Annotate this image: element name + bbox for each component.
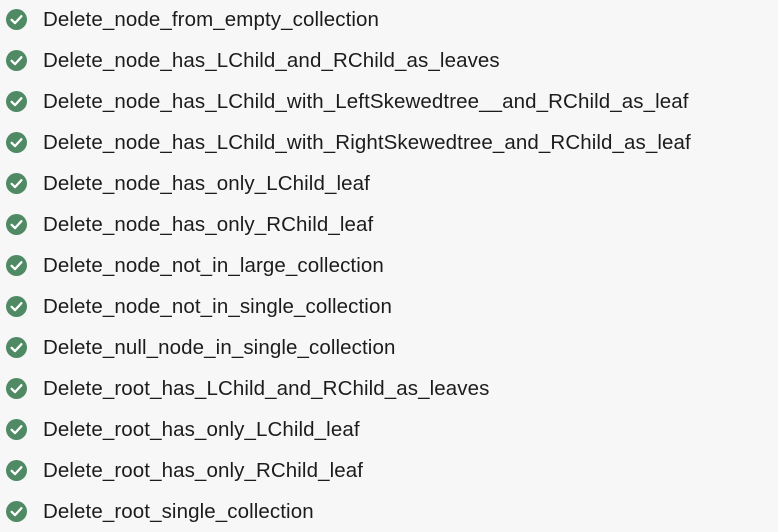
test-row[interactable]: Delete_node_from_empty_collection	[0, 0, 778, 40]
check-circle-icon	[6, 337, 27, 358]
test-name: Delete_node_not_in_large_collection	[43, 253, 384, 277]
check-circle-icon	[6, 460, 27, 481]
test-name: Delete_null_node_in_single_collection	[43, 335, 396, 359]
check-circle-icon	[6, 173, 27, 194]
check-circle-icon	[6, 214, 27, 235]
test-row[interactable]: Delete_node_has_LChild_and_RChild_as_lea…	[0, 40, 778, 81]
test-name: Delete_root_has_only_RChild_leaf	[43, 458, 364, 482]
check-circle-icon	[6, 378, 27, 399]
test-row[interactable]: Delete_node_has_only_RChild_leaf	[0, 204, 778, 245]
check-circle-icon	[6, 419, 27, 440]
check-circle-icon	[6, 50, 27, 71]
check-circle-icon	[6, 91, 27, 112]
test-row[interactable]: Delete_root_has_only_RChild_leaf	[0, 450, 778, 491]
test-name: Delete_node_has_LChild_with_RightSkewedt…	[43, 130, 691, 154]
check-circle-icon	[6, 255, 27, 276]
test-row[interactable]: Delete_root_has_only_LChild_leaf	[0, 409, 778, 450]
check-circle-icon	[6, 132, 27, 153]
test-row[interactable]: Delete_node_has_LChild_with_LeftSkewedtr…	[0, 81, 778, 122]
test-name: Delete_node_has_LChild_with_LeftSkewedtr…	[43, 89, 689, 113]
check-circle-icon	[6, 9, 27, 30]
test-name: Delete_root_single_collection	[43, 499, 314, 523]
test-name: Delete_node_not_in_single_collection	[43, 294, 392, 318]
test-row[interactable]: Delete_root_single_collection	[0, 491, 778, 532]
test-name: Delete_node_has_only_LChild_leaf	[43, 171, 370, 195]
test-name: Delete_root_has_only_LChild_leaf	[43, 417, 360, 441]
test-name: Delete_node_from_empty_collection	[43, 7, 380, 31]
test-row[interactable]: Delete_root_has_LChild_and_RChild_as_lea…	[0, 368, 778, 409]
test-row[interactable]: Delete_null_node_in_single_collection	[0, 327, 778, 368]
test-row[interactable]: Delete_node_has_LChild_with_RightSkewedt…	[0, 122, 778, 163]
test-name: Delete_root_has_LChild_and_RChild_as_lea…	[43, 376, 490, 400]
test-row[interactable]: Delete_node_has_only_LChild_leaf	[0, 163, 778, 204]
test-row[interactable]: Delete_node_not_in_large_collection	[0, 245, 778, 286]
check-circle-icon	[6, 501, 27, 522]
test-row[interactable]: Delete_node_not_in_single_collection	[0, 286, 778, 327]
check-circle-icon	[6, 296, 27, 317]
test-name: Delete_node_has_LChild_and_RChild_as_lea…	[43, 48, 500, 72]
test-name: Delete_node_has_only_RChild_leaf	[43, 212, 374, 236]
